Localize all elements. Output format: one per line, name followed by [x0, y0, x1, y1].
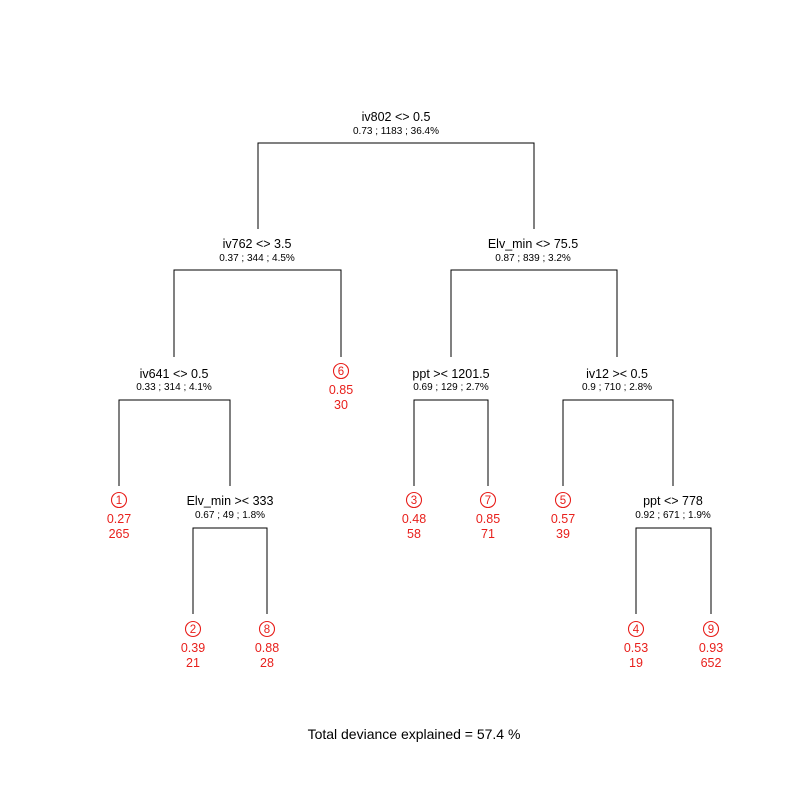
leaf-id-circle [702, 620, 720, 638]
leaf-value: 0.88 [255, 641, 279, 655]
leaf-id: 8 [264, 624, 270, 636]
split-node-iv12: iv12 >< 0.5 0.9 ; 710 ; 2.8% [582, 367, 652, 393]
tree-edges [118, 142, 712, 614]
edge-n-llr [192, 527, 268, 614]
split-label: ppt <> 778 [643, 494, 703, 508]
leaf-id-circle [110, 491, 128, 509]
edge-root [257, 142, 535, 229]
leaf-count: 19 [629, 656, 643, 670]
leaf-id-circle [332, 362, 350, 380]
leaf-id-circle [627, 620, 645, 638]
leaf-id: 4 [633, 624, 640, 636]
leaf-id-circle [258, 620, 276, 638]
leaf-id-circle [554, 491, 572, 509]
edge-n-l [173, 269, 342, 357]
split-node-iv641: iv641 <> 0.5 0.33 ; 314 ; 4.1% [136, 367, 212, 393]
leaf-node-3: 3 0.48 58 [402, 491, 426, 541]
split-node-elv-min-333: Elv_min >< 333 0.67 ; 49 ; 1.8% [187, 494, 274, 521]
edge-n-ll [118, 399, 231, 486]
leaf-value: 0.53 [624, 641, 648, 655]
leaf-count: 71 [481, 527, 495, 541]
leaf-value: 0.85 [476, 512, 500, 526]
split-node-elv-min-75: Elv_min <> 75.5 0.87 ; 839 ; 3.2% [488, 237, 578, 264]
leaf-value: 0.93 [699, 641, 723, 655]
leaf-node-9: 9 0.93 652 [699, 620, 723, 670]
split-stats: 0.92 ; 671 ; 1.9% [635, 510, 711, 521]
leaf-count: 30 [334, 398, 348, 412]
leaf-id: 1 [116, 495, 122, 507]
leaf-id: 7 [485, 495, 491, 507]
leaf-value: 0.48 [402, 512, 426, 526]
leaf-value: 0.39 [181, 641, 205, 655]
leaf-id-circle [184, 620, 202, 638]
leaf-value: 0.27 [107, 512, 131, 526]
split-stats: 0.67 ; 49 ; 1.8% [195, 510, 265, 521]
leaf-node-4: 4 0.53 19 [624, 620, 648, 670]
tree-leaves: 1 0.27 265 2 0.39 21 3 0.48 58 4 0.53 19… [107, 362, 723, 670]
split-node-ppt-1201: ppt >< 1201.5 0.69 ; 129 ; 2.7% [412, 367, 489, 393]
leaf-id: 3 [411, 495, 417, 507]
edge-n-rrr [635, 527, 712, 614]
leaf-count: 21 [186, 656, 200, 670]
split-stats: 0.33 ; 314 ; 4.1% [136, 382, 212, 393]
split-stats: 0.37 ; 344 ; 4.5% [219, 253, 295, 264]
leaf-id-circle [405, 491, 423, 509]
split-label: iv12 >< 0.5 [586, 367, 648, 381]
split-node-iv762: iv762 <> 3.5 0.37 ; 344 ; 4.5% [219, 237, 295, 264]
split-label: Elv_min <> 75.5 [488, 237, 578, 251]
leaf-id: 9 [708, 624, 714, 636]
split-label: iv641 <> 0.5 [140, 367, 209, 381]
leaf-id-circle [479, 491, 497, 509]
leaf-value: 0.57 [551, 512, 575, 526]
split-node-ppt-778: ppt <> 778 0.92 ; 671 ; 1.9% [635, 494, 711, 521]
leaf-node-8: 8 0.88 28 [255, 620, 279, 670]
split-node-root: iv802 <> 0.5 0.73 ; 1183 ; 36.4% [353, 110, 439, 137]
split-stats: 0.73 ; 1183 ; 36.4% [353, 126, 439, 137]
leaf-id: 2 [190, 624, 196, 636]
edge-n-r [450, 269, 618, 357]
split-stats: 0.87 ; 839 ; 3.2% [495, 253, 571, 264]
leaf-value: 0.85 [329, 383, 353, 397]
split-stats: 0.69 ; 129 ; 2.7% [413, 382, 489, 393]
leaf-count: 652 [701, 656, 722, 670]
leaf-node-1: 1 0.27 265 [107, 491, 131, 541]
leaf-count: 265 [109, 527, 130, 541]
leaf-id: 5 [560, 495, 566, 507]
leaf-count: 39 [556, 527, 570, 541]
leaf-node-6: 6 0.85 30 [329, 362, 353, 412]
split-label: iv802 <> 0.5 [362, 110, 431, 124]
leaf-node-2: 2 0.39 21 [181, 620, 205, 670]
split-label: iv762 <> 3.5 [223, 237, 292, 251]
split-label: ppt >< 1201.5 [412, 367, 489, 381]
deviance-explained-caption: Total deviance explained = 57.4 % [308, 726, 521, 742]
leaf-id: 6 [338, 366, 344, 378]
split-stats: 0.9 ; 710 ; 2.8% [582, 382, 652, 393]
leaf-count: 58 [407, 527, 421, 541]
split-label: Elv_min >< 333 [187, 494, 274, 508]
leaf-node-5: 5 0.57 39 [551, 491, 575, 541]
leaf-node-7: 7 0.85 71 [476, 491, 500, 541]
edge-n-rr [562, 399, 674, 486]
edge-n-rl [413, 399, 489, 486]
leaf-count: 28 [260, 656, 274, 670]
